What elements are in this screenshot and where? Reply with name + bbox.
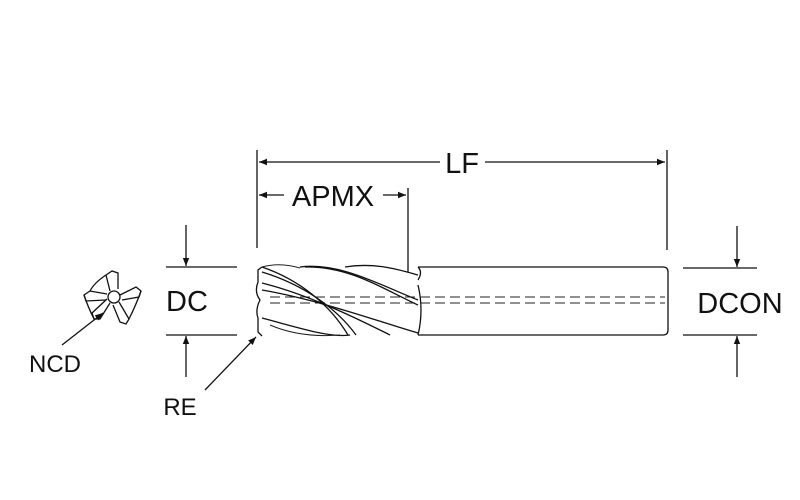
lf-dimension: LF [256, 148, 668, 250]
dc-label: DC [166, 286, 208, 318]
end-view-star [83, 270, 142, 325]
end-mill-body [255, 264, 669, 337]
dcon-label: DCON [697, 288, 782, 320]
apmx-dimension: APMX [259, 181, 409, 272]
dc-dimension: DC [166, 225, 237, 377]
dcon-dimension: DCON [683, 226, 783, 377]
re-label: RE [163, 394, 196, 421]
ncd-label: NCD [29, 351, 81, 378]
lf-label: LF [445, 148, 479, 180]
apmx-label: APMX [292, 181, 374, 213]
